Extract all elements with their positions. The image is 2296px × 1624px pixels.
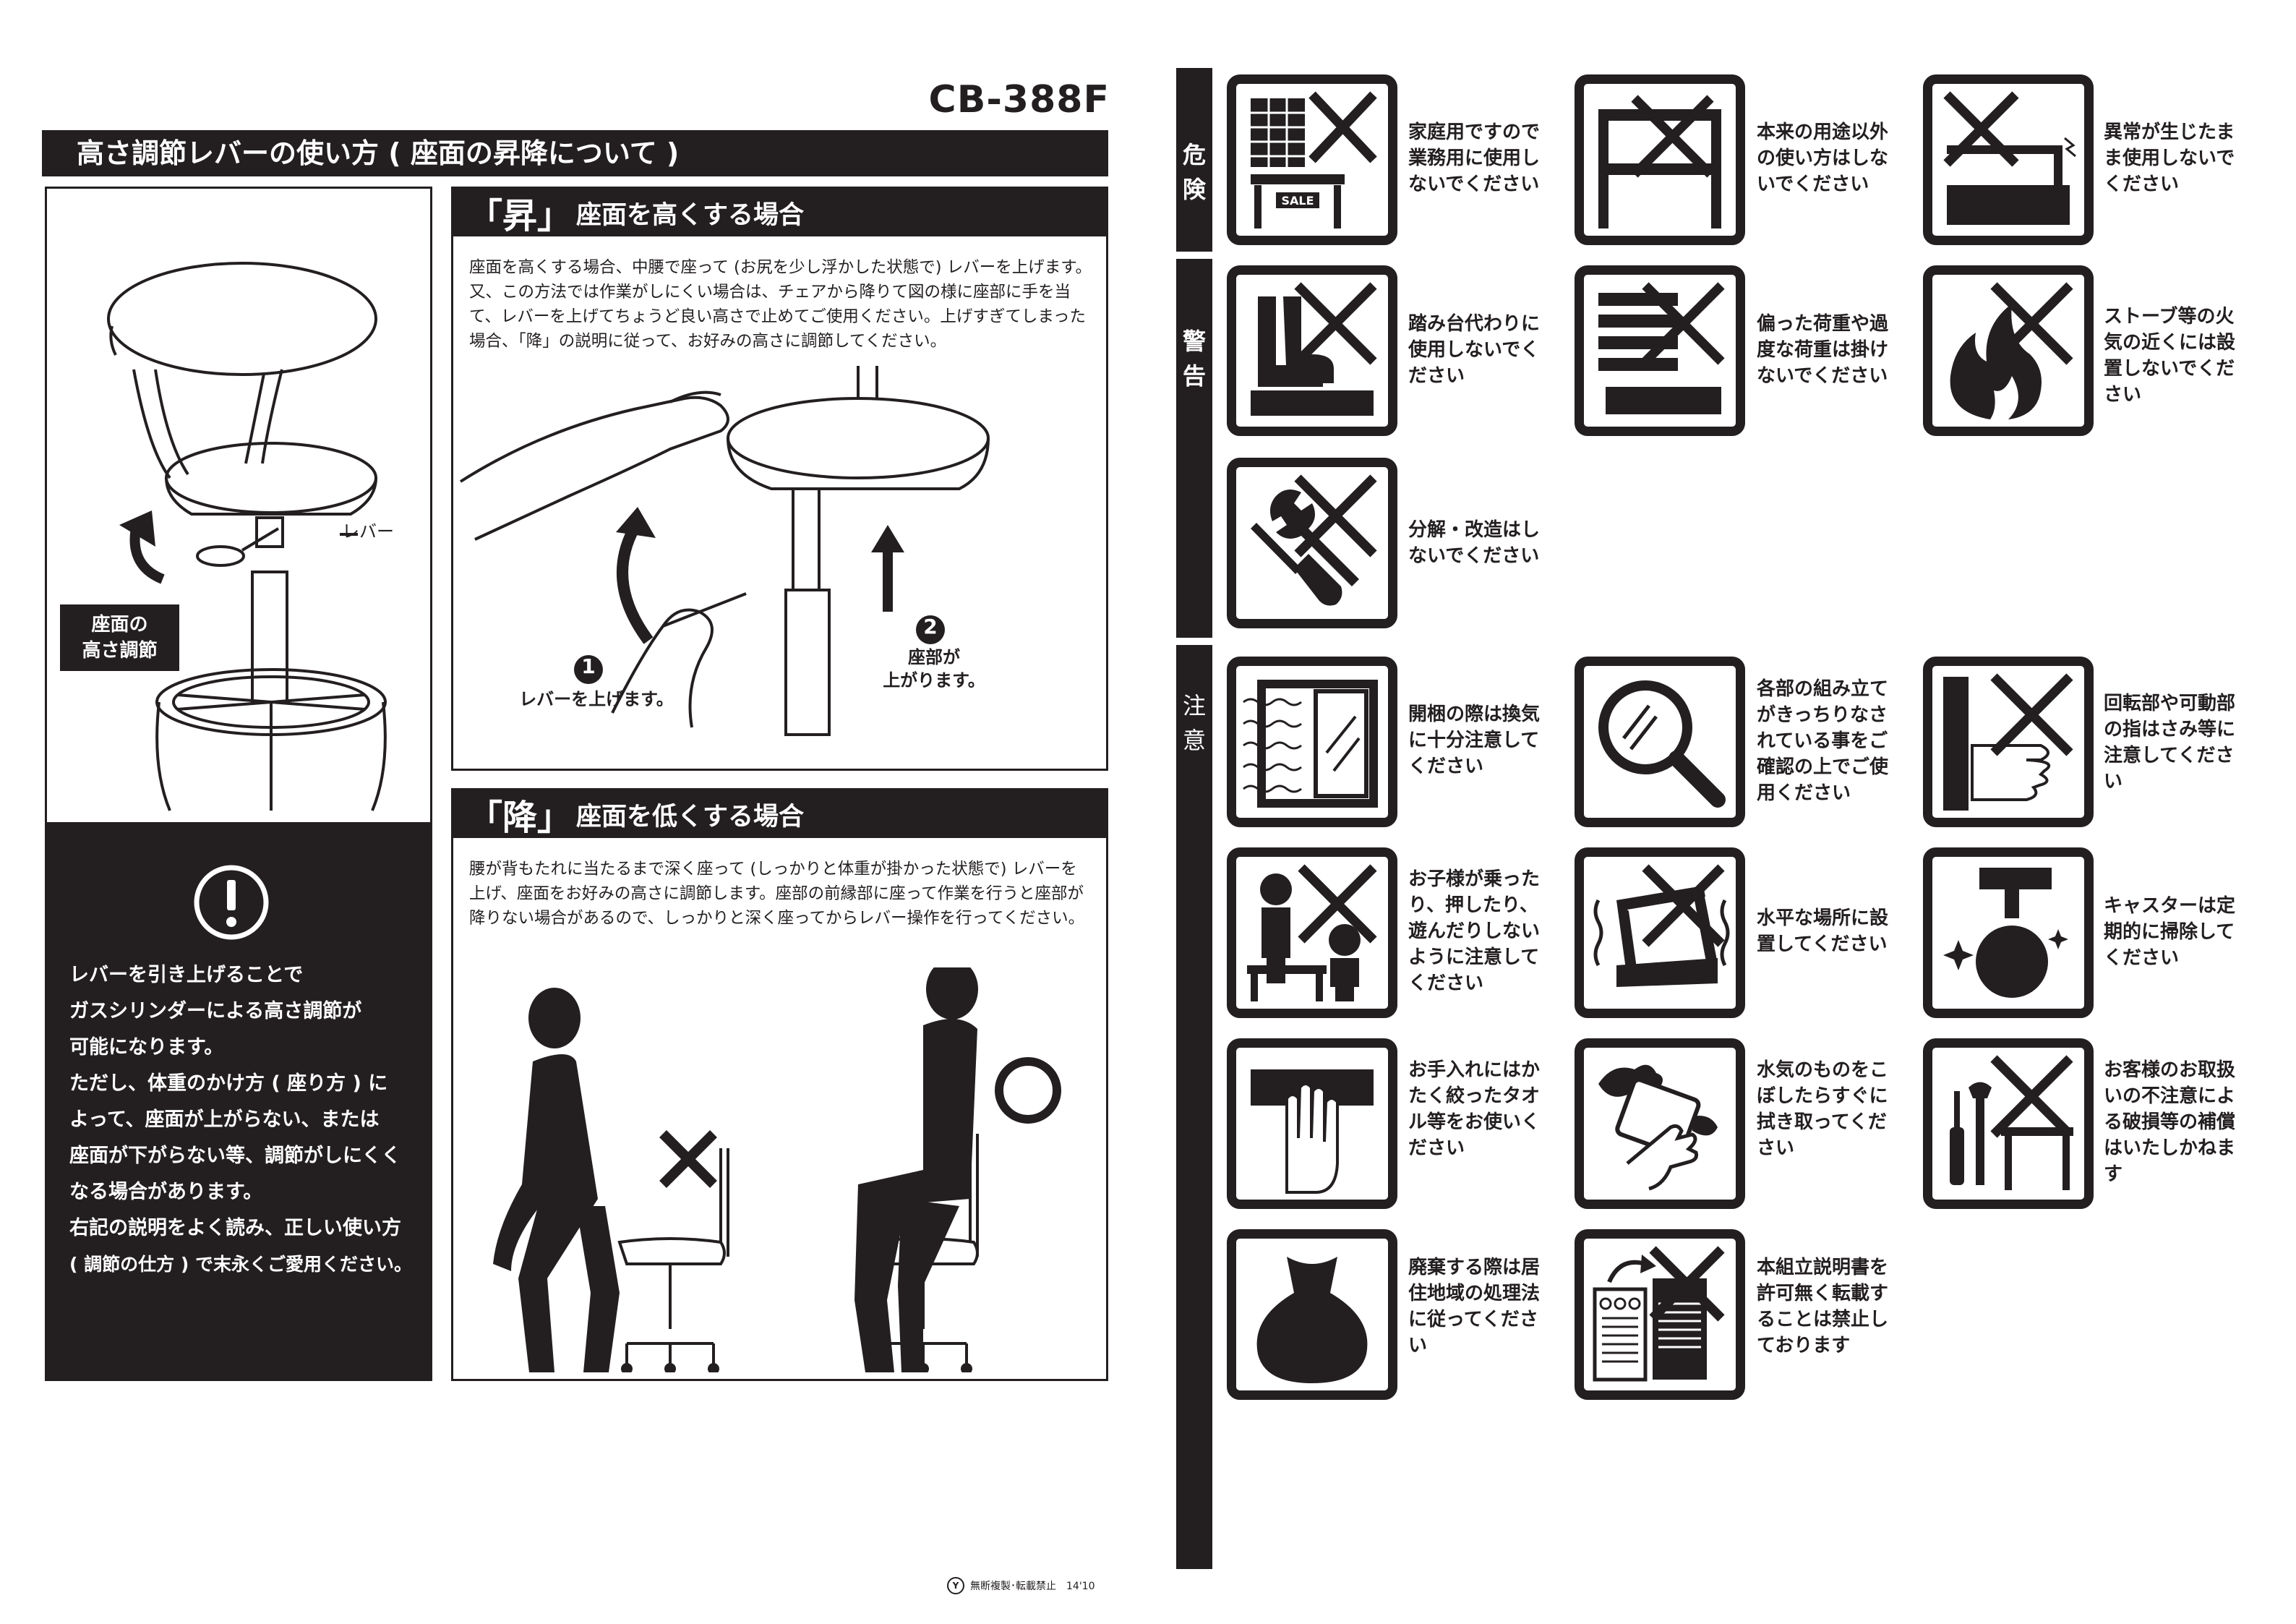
copy-prohibited-icon [1575, 1229, 1745, 1400]
footer: Y 無断複製･転載禁止 14'10 [947, 1576, 1095, 1595]
warning-text: 分解・改造はしないでください [1408, 519, 1541, 567]
category-danger-bar: 危 険 [1176, 68, 1212, 252]
warning-text: キャスターは定期的に掃除してください [2104, 895, 2236, 969]
notice-text: レバーを引き上げることで ガスシリンダーによる高さ調節が 可能になります。 ただ… [69, 957, 431, 1283]
cloth-wipe-icon [1227, 1038, 1397, 1209]
notice-line: 可能になります。 [69, 1036, 224, 1059]
step2-number: 2 [923, 615, 938, 638]
raise-kanji: 「昇」 [468, 196, 573, 236]
sale-tag: SALE [1281, 194, 1314, 208]
warning-text: 本来の用途以外の使い方はしないでください [1757, 121, 1889, 195]
wipe-spill-icon [1575, 1038, 1745, 1209]
category-danger-char: 険 [1182, 176, 1206, 203]
category-warning-char: 警 [1182, 328, 1206, 355]
warning-text: 異常が生じたまま使用しないでください [2104, 121, 2235, 195]
lower-illustration [493, 967, 1061, 1372]
raise-section: 「昇」 座面を高くする場合 座面を高くする場合、中腰で座って (お尻を少し浮かし… [451, 187, 1108, 771]
category-danger-char: 危 [1182, 141, 1206, 168]
step1-number: 1 [581, 654, 596, 678]
stool-illustration-panel: レバー 座面の 高さ調節 [45, 187, 432, 824]
warning-text: 偏った荷重や過度な荷重は掛けないでください [1757, 313, 1889, 387]
main-heading: 高さ調節レバーの使い方 ( 座面の昇降について ) [42, 130, 1108, 176]
broken-desk-no-icon [1923, 74, 2094, 245]
model-number: CB-388F [928, 78, 1110, 121]
tools-modify-no-icon [1227, 458, 1397, 628]
footer-copyright-text: 無断複製･転載禁止 14'10 [970, 1581, 1095, 1592]
raise-instructions: 座面を高くする場合、中腰で座って (お尻を少し浮かした状態で) レバーを上げます… [469, 258, 1092, 351]
height-adjust-label-line2: 高さ調節 [82, 640, 158, 662]
disposal-bag-icon [1227, 1229, 1397, 1400]
raise-title: 座面を高くする場合 [576, 200, 805, 230]
warning-text: ストーブ等の火気の近くには設置しないでください [2104, 306, 2236, 406]
lever-label: レバー [342, 521, 394, 542]
lower-title: 座面を低くする場合 [576, 802, 805, 832]
warning-text: 開梱の際は換気に十分注意してください [1408, 704, 1541, 777]
height-adjust-label: 座面の 高さ調節 [60, 604, 179, 671]
table-misuse-no-icon [1575, 74, 1745, 245]
raise-illustration [459, 366, 990, 736]
heavy-load-no-icon [1575, 265, 1745, 436]
ventilation-window-icon [1227, 657, 1397, 827]
warning-text: 家庭用ですので業務用に使用しないでください [1408, 121, 1541, 195]
warning-text: お客様のお取扱いの不注意による破損等の補償はいたしかねます [2104, 1059, 2236, 1185]
lower-section: 「降」 座面を低くする場合 腰が背もたれに当たるまで深く座って (しっかりと体重… [451, 788, 1108, 1381]
warning-text: 廃棄する際は居住地域の処理法に従ってください [1408, 1257, 1541, 1356]
step2-label-line2: 上がります。 [883, 670, 985, 691]
lower-kanji: 「降」 [468, 798, 573, 838]
raise-section-header: 「昇」 座面を高くする場合 [453, 189, 1106, 236]
warning-text: お子様が乗ったり、押したり、遊んだりしないように注意してください [1408, 868, 1541, 994]
step2-label-line1: 座部が [908, 647, 960, 667]
warning-text: 踏み台代わりに使用しないでください [1408, 313, 1541, 387]
level-floor-icon [1575, 847, 1745, 1018]
category-caution-bar: 注 意 [1176, 645, 1212, 1569]
exclamation-circle-icon [194, 865, 269, 940]
step2-label: 座部が 上がります。 [873, 646, 995, 692]
notice-line: ( 調節の仕方 ) で末永くご愛用ください。 [69, 1254, 412, 1275]
warning-text: 水平な場所に設置してください [1757, 907, 1889, 955]
notice-line: ガスシリンダーによる高さ調節が [69, 1000, 362, 1022]
warning-text: お手入れにはかたく絞ったタオル等をお使いください [1408, 1059, 1541, 1159]
caster-clean-icon [1923, 847, 2094, 1018]
notice-panel: レバーを引き上げることで ガスシリンダーによる高さ調節が 可能になります。 ただ… [45, 823, 432, 1381]
children-no-icon [1227, 847, 1397, 1018]
notice-line: 座面が下がらない等、調節がしにくく [69, 1145, 401, 1167]
notice-line: 右記の説明をよく読み、正しい使い方 [69, 1217, 401, 1239]
category-warning-char: 告 [1182, 362, 1206, 390]
notice-line: レバーを引き上げることで [69, 964, 304, 986]
stool-illustration [107, 262, 387, 811]
step-stool-no-icon [1227, 265, 1397, 436]
warning-text: 各部の組み立てがきっちりなされている事をご確認の上でご使用ください [1757, 678, 1889, 804]
warning-text: 回転部や可動部の指はさみ等に注意してください [2104, 693, 2236, 792]
step1-label: レバーを上げます。 [519, 689, 674, 709]
notice-line: なる場合があります。 [69, 1181, 263, 1203]
fire-no-icon [1923, 265, 2094, 436]
notice-line: よって、座面が上がらない、または [69, 1108, 380, 1131]
height-adjust-label-line1: 座面の [91, 614, 148, 636]
notice-line: ただし、体重のかけ方 ( 座り方 ) に [69, 1072, 388, 1095]
pinch-finger-no-icon [1923, 657, 2094, 827]
category-warning-bar: 警 告 [1176, 259, 1212, 638]
footer-mark-icon: Y [947, 1577, 964, 1594]
warning-text: 水気のものをこぼしたらすぐに拭き取ってください [1757, 1059, 1889, 1159]
lower-section-header: 「降」 座面を低くする場合 [453, 790, 1106, 838]
misuse-liability-icon [1923, 1038, 2094, 1209]
store-shelf-no-icon: SALE [1227, 74, 1397, 245]
warning-text: 本組立説明書を許可無く転載することは禁止しております [1757, 1257, 1889, 1356]
magnifier-inspect-icon [1575, 657, 1745, 827]
category-caution-char: 意 [1182, 727, 1206, 754]
category-caution-char: 注 [1182, 692, 1206, 719]
lower-instructions: 腰が背もたれに当たるまで深く座って (しっかりと体重が掛かった状態で) レバーを… [469, 860, 1085, 928]
